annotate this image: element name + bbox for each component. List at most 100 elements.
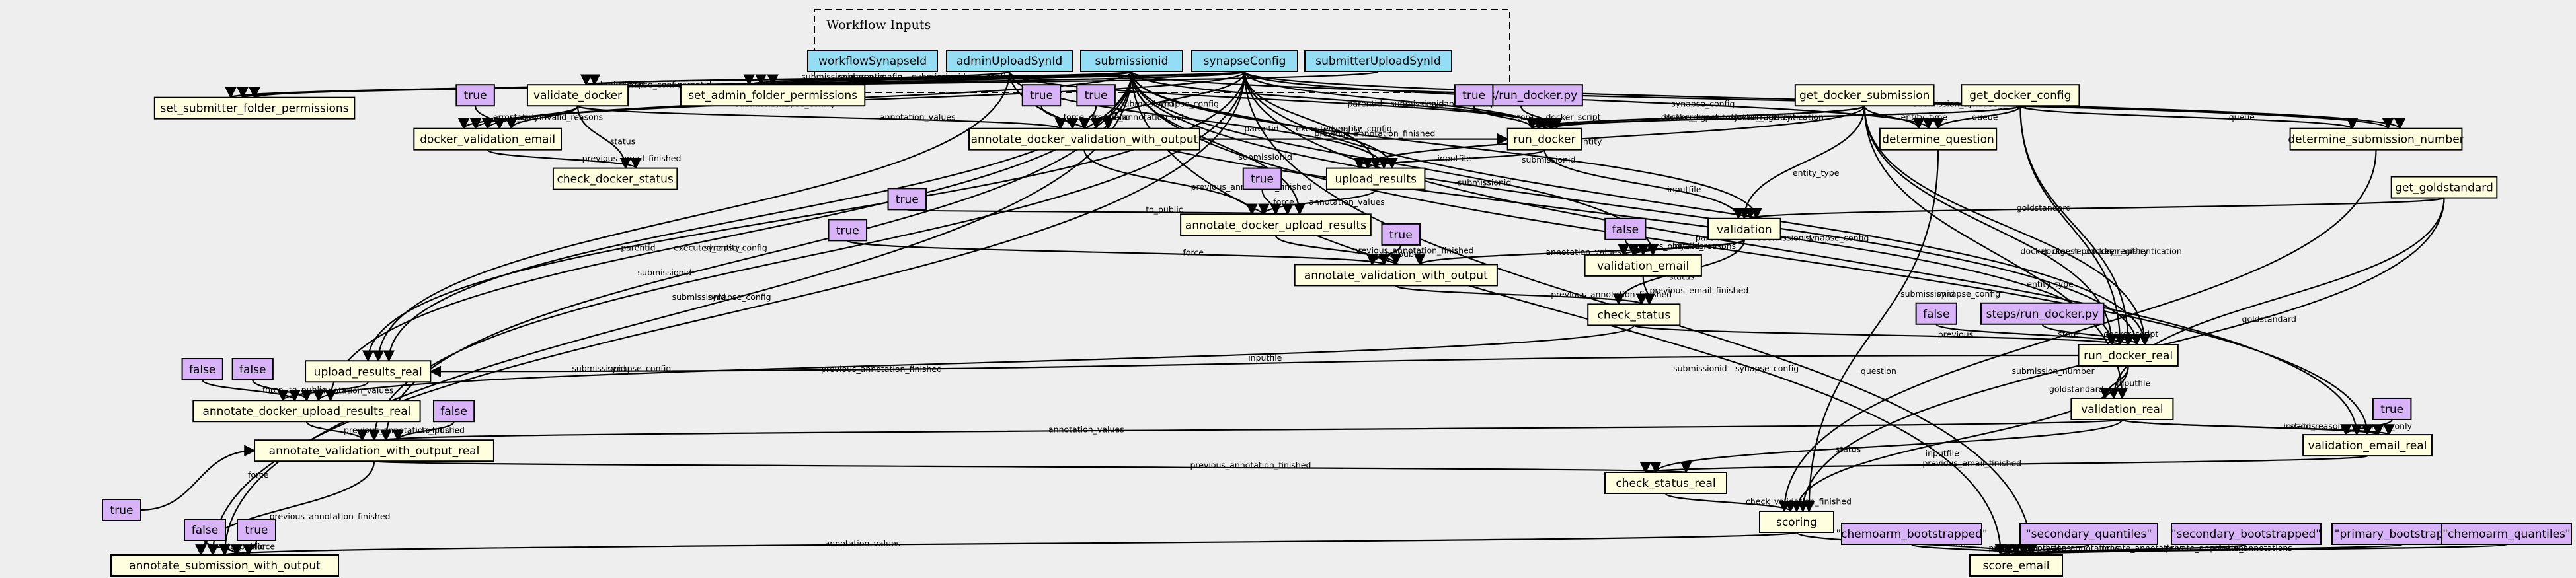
node-box-run-docker-real (2078, 343, 2179, 367)
edge-get_docker_submission-to-determine_question (1863, 105, 1925, 130)
node-c-true-b: true (1021, 84, 1062, 107)
edge-label-inputfile: inputfile (1248, 353, 1282, 363)
edge-label-inputfile: inputfile (2117, 378, 2150, 388)
edge-label-previous-email-finished: previous_email_finished (582, 153, 682, 163)
node-box-annotate-validation-with-output (1294, 264, 1498, 287)
node-in-synapseConfig: synapseConfig (1191, 50, 1298, 72)
edge-get_docker_config-to-run_docker (1545, 105, 2021, 130)
node-box-in-synapseConfig (1191, 50, 1298, 72)
node-label-determine-submission-number: determine_submission_number (2288, 133, 2464, 147)
node-label-c-chemoarm-bootstrapped: "chemoarm_bootstrapped" (1836, 528, 1987, 541)
node-c-false-d: false (231, 358, 274, 381)
node-box-c-secondary-bootstrapped (2171, 523, 2322, 545)
edge-label-synapse-config: synapse_config (1805, 233, 1869, 243)
edge-label-force: force (254, 542, 276, 552)
edge-label-inputfile: inputfile (1926, 448, 1959, 458)
node-c-true-k: true (237, 519, 276, 541)
edge-label-submissionid: submissionid (1238, 152, 1292, 162)
edge-validation_real-to-annotate_validation_with_output_real (381, 418, 2123, 441)
edge-label-queue: queue (2229, 112, 2255, 122)
node-box-c-true-h (1381, 223, 1421, 246)
node-get-docker-config: get_docker_config (1961, 84, 2080, 107)
edge-label-docker-script: docker_script (1545, 112, 1600, 122)
node-box-validation-real (2070, 397, 2174, 420)
node-box-annotate-docker-validation-with-output (968, 127, 1200, 151)
edge-get_docker_config-to-run_docker_real (2019, 106, 2134, 346)
node-label-upload-results: upload_results (1335, 173, 1417, 186)
edge-c_true_f-to-annotate_docker_upload_results (906, 203, 1292, 216)
node-annotate-docker-validation-with-output: annotate_docker_validation_with_output (968, 127, 1200, 151)
edge-c_true_c-to-annotate_docker_validation_with_output (1078, 106, 1097, 130)
edge-label-previous-annotation-finished: previous_annotation_finished (1314, 129, 1435, 139)
node-label-in-synapseConfig: synapseConfig (1204, 55, 1286, 68)
node-label-c-secondary-bootstrapped: "secondary_bootstrapped" (2171, 528, 2321, 541)
edge-validation_email-to-check_status (1642, 275, 1655, 306)
edge-label-previous: previous (1938, 330, 1973, 340)
node-label-run-docker-real: run_docker_real (2084, 349, 2173, 363)
edge-label-previous-annotation-finished: previous_annotation_finished (1551, 289, 1672, 299)
node-c-false-a: false (1604, 217, 1647, 240)
node-box-check-docker-status (552, 167, 678, 190)
node-label-docker-validation-email: docker_validation_email (420, 133, 555, 147)
node-box-upload-results (1325, 167, 1426, 190)
edge-label-errors-only: errors_only (2366, 421, 2412, 431)
node-box-in-adminUploadSynId (946, 50, 1073, 72)
edge-validation_email_real-to-check_status_real (1640, 455, 2368, 474)
node-determine-submission-number: determine_submission_number (2288, 127, 2464, 151)
edge-label-errors-only: errors_only (1639, 241, 1686, 251)
edge-check_status-to-annotate_docker_upload_results_real (313, 324, 1635, 402)
edge-c_false_d-to-annotate_docker_upload_results_real (252, 379, 313, 402)
edge-validation_real-to-validation_email_real (2121, 418, 2395, 436)
edge-run_docker_real-to-scoring (1791, 365, 2129, 513)
edge-label-private-annotations: private_annotations (2166, 543, 2248, 553)
node-label-validation-email: validation_email (1597, 260, 1689, 273)
edge-label-docker-authentication: docker_authentication (2090, 246, 2182, 256)
edge-label-annotation-values: annotation_values (1048, 424, 1124, 434)
node-box-c-false-d (231, 358, 274, 381)
node-label-c-false-e: false (440, 405, 467, 418)
edge-label-synapse-config: synapse_config (1735, 363, 1799, 373)
node-c-true-d: true (1454, 84, 1494, 107)
node-label-c-true-g: true (836, 224, 859, 237)
node-box-c-chemoarm-quantiles (2441, 523, 2572, 545)
edge-label-previous-annotation-finished: previous_annotation_finished (1190, 460, 1311, 470)
node-box-c-false-f (184, 519, 226, 541)
edge-label-previous-annotation-finished: previous_annotation_finished (821, 364, 942, 374)
edge-label-annotation-values: annotation_values (1309, 197, 1385, 207)
edge-in_submissionid-to-annotate_docker_upload_results_real (325, 71, 1133, 402)
node-label-c-false-f: false (192, 524, 218, 537)
node-label-c-true-j: true (110, 504, 134, 517)
edge-label-queue: queue (1972, 112, 1998, 122)
node-c-false-b: false (1915, 302, 1957, 325)
edge-label-to-public: to_public (289, 384, 327, 394)
edge-label-status: status (610, 137, 635, 147)
node-label-check-status: check_status (1598, 308, 1671, 322)
node-box-c-false-a (1604, 217, 1647, 240)
edge-get_docker_config-to-determine_question (1932, 105, 2021, 130)
node-c-secondary-quantiles: "secondary_quantiles" (2019, 523, 2158, 545)
node-set-submitter-folder-permissions: set_submitter_folder_permissions (153, 96, 356, 120)
node-label-c-true-k: true (245, 524, 268, 537)
node-box-c-false-c (181, 358, 223, 381)
edge-c_false_e-to-annotate_validation_with_output_real (392, 421, 455, 441)
node-check-status-real: check_status_real (1604, 472, 1727, 494)
node-scoring: scoring (1759, 511, 1834, 533)
node-box-c-chemoarm-bootstrapped (1841, 523, 1982, 545)
node-label-c-true-c: true (1085, 89, 1108, 102)
node-label-c-false-c: false (189, 363, 215, 377)
edge-label-question: question (1861, 366, 1896, 376)
node-label-set-admin-folder-permissions: set_admin_folder_permissions (688, 89, 857, 102)
edge-label-private-annotations: private_annotations (1988, 543, 2071, 553)
node-box-determine-question (1879, 127, 1998, 151)
node-label-annotate-submission-with-output: annotate_submission_with_output (129, 560, 321, 573)
node-box-check-status-real (1604, 472, 1727, 494)
node-check-status: check_status (1587, 303, 1681, 326)
edge-docker_validation_email-to-check_docker_status (487, 149, 642, 170)
node-box-annotate-docker-upload-results (1180, 213, 1372, 236)
edge-label-submissionid: submissionid (1120, 99, 1174, 109)
node-box-set-submitter-folder-permissions (153, 96, 356, 120)
edge-label-force-change-annotation-acl: force_change_annotation_acl (1064, 112, 1184, 122)
edge-check_status_real-to-scoring (1664, 492, 1797, 513)
node-label-scoring: scoring (1776, 516, 1817, 529)
